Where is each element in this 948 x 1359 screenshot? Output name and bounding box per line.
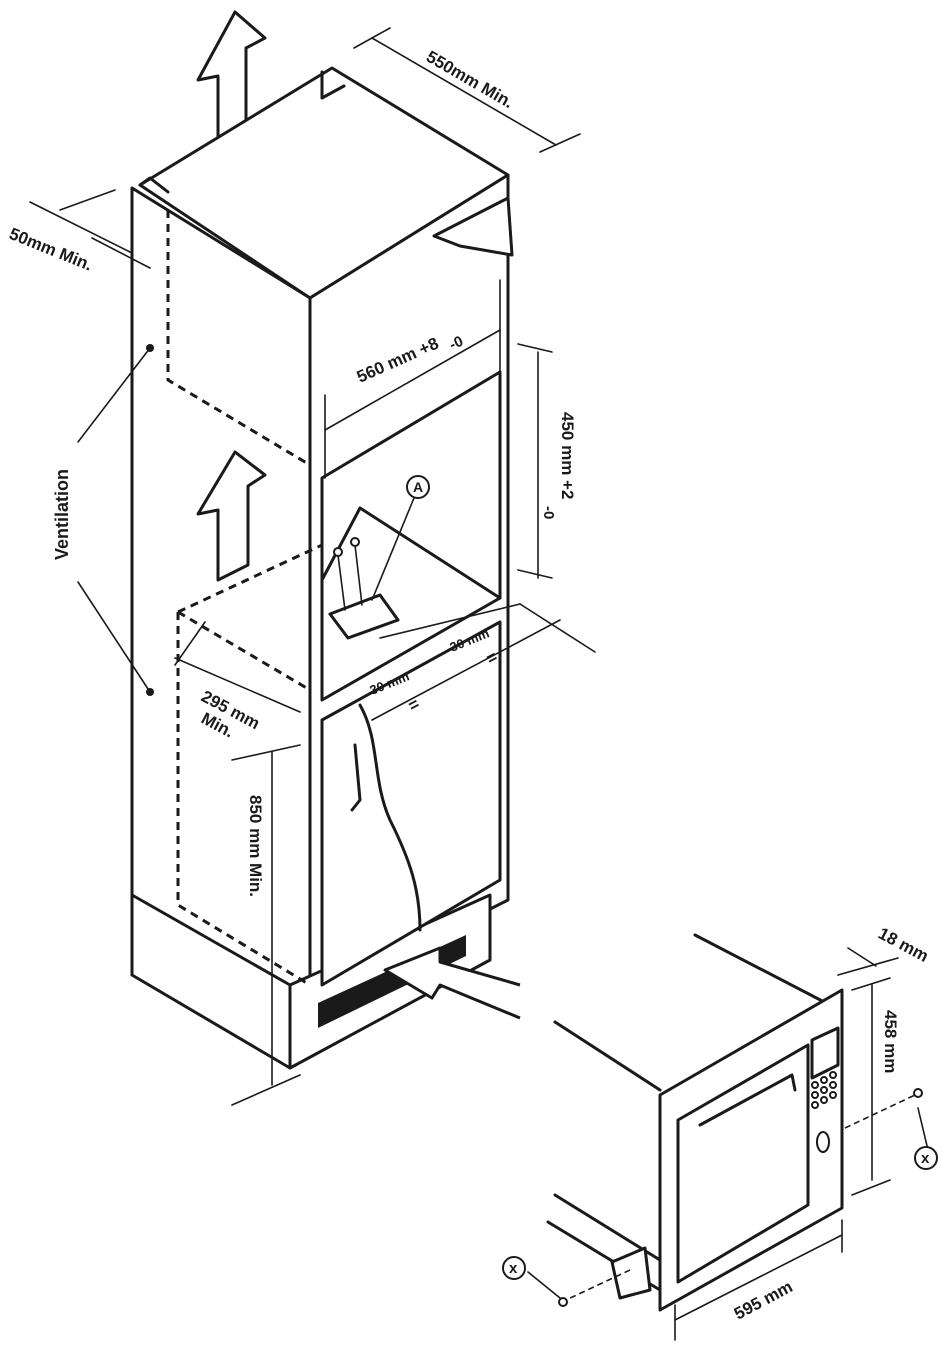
dim-18-label: 18 mm	[875, 924, 931, 966]
airflow-arrow-middle	[196, 450, 267, 582]
dim-450-tol: -0	[540, 506, 557, 519]
oven-dimensions	[527, 947, 929, 1341]
oven-niche	[320, 279, 502, 702]
lower-door	[320, 620, 502, 987]
marker-x-left-circle	[502, 1256, 526, 1280]
dim-850-label: 850 mm Min.	[246, 795, 265, 897]
marker-x-right-circle	[914, 1146, 938, 1170]
dim-50-label: 50mm Min.	[7, 224, 96, 275]
dim-595-label: 595 mm	[731, 1277, 796, 1324]
control-buttons	[811, 1071, 837, 1153]
ventilation-label: Ventilation	[52, 469, 72, 560]
dim-458-label: 458 mm	[881, 1010, 900, 1073]
ventilation-callouts	[77, 344, 154, 696]
built-in-oven	[546, 933, 844, 1312]
marker-a-circle	[406, 475, 430, 499]
dim-550-label: 550mm Min.	[423, 47, 517, 112]
marker-a-label: A	[413, 479, 423, 495]
dim-560-tol: -0	[447, 333, 466, 354]
tall-cabinet	[130, 66, 514, 1070]
bracket-a	[328, 593, 400, 640]
airflow-arrow-plinth	[383, 946, 521, 1020]
marker-x-right-label: x	[921, 1150, 930, 1167]
dim-450-label: 450 mm +2	[558, 412, 577, 499]
cabinet-dimensions	[29, 27, 596, 1106]
marker-x-left-label: x	[509, 1260, 518, 1277]
